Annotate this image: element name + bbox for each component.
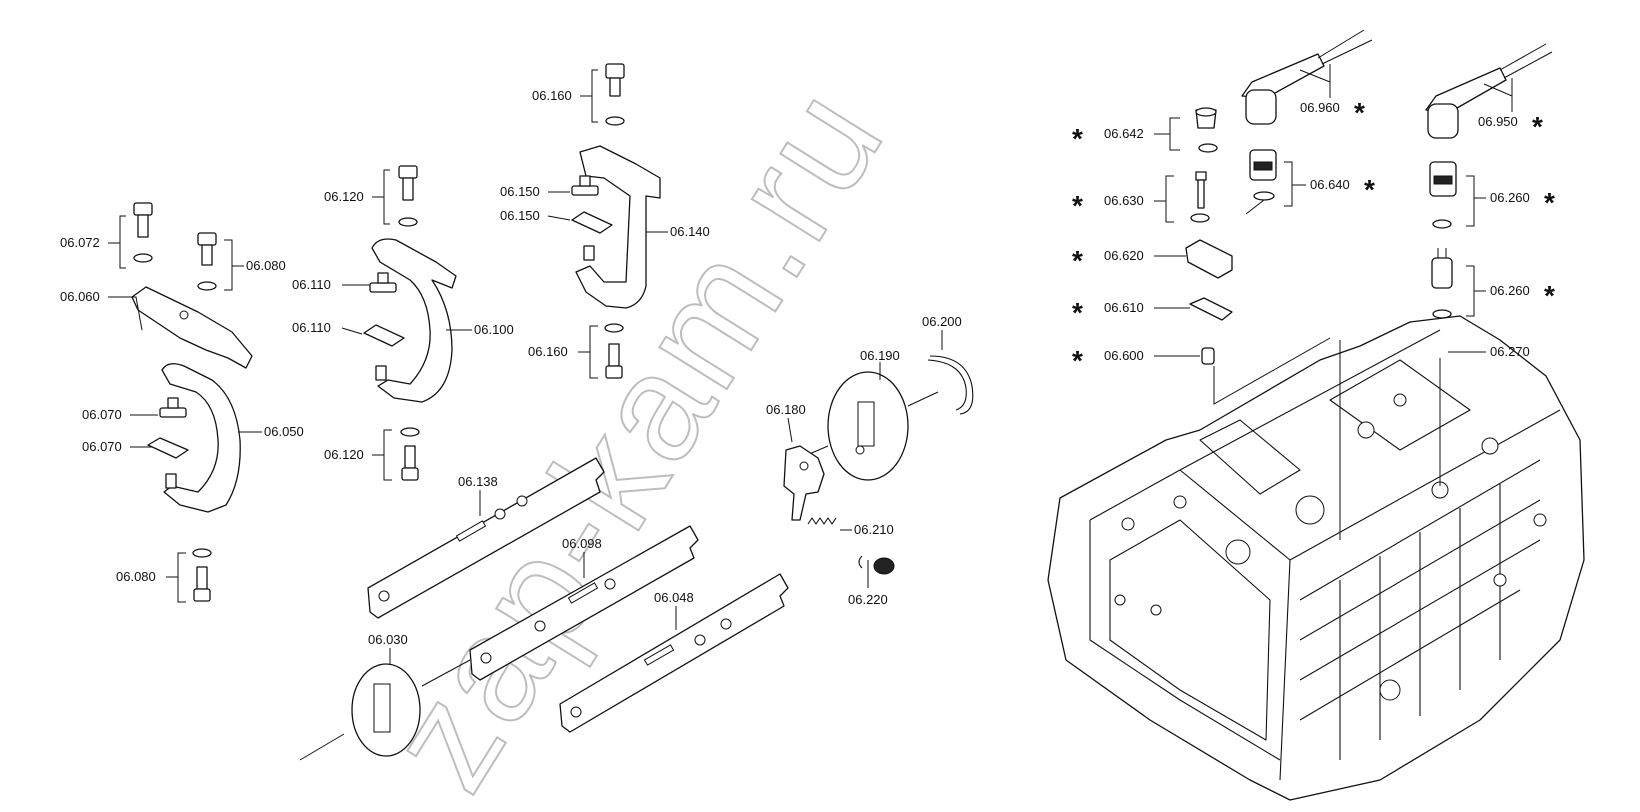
rod-06138 bbox=[367, 457, 605, 619]
label-06080-bottom: 06.080 bbox=[116, 569, 156, 584]
asterisk-06642: * bbox=[1072, 123, 1083, 154]
label-06640: 06.640 bbox=[1310, 177, 1350, 192]
sensor-06260-top bbox=[1429, 161, 1457, 229]
label-06060: 06.060 bbox=[60, 289, 100, 304]
label-06600: 06.600 bbox=[1104, 348, 1144, 363]
label-06050: 06.050 bbox=[264, 424, 304, 439]
callout-labels: 06.072 06.080 06.060 06.070 06.070 06.05… bbox=[60, 88, 1530, 647]
label-06610: 06.610 bbox=[1104, 300, 1144, 315]
label-06270: 06.270 bbox=[1490, 344, 1530, 359]
asterisk-06600: * bbox=[1072, 345, 1083, 376]
label-06098: 06.098 bbox=[562, 536, 602, 551]
asterisk-06640: * bbox=[1364, 174, 1375, 205]
bolt-06160-bottom bbox=[604, 323, 624, 379]
bolt-06120-bottom bbox=[400, 427, 420, 481]
bolt-06072 bbox=[133, 202, 153, 263]
plug-06220 bbox=[858, 555, 895, 575]
asterisk-markers: * * * * * * * * * * bbox=[1072, 97, 1555, 376]
sensor-06960 bbox=[1241, 29, 1373, 125]
sensor-06950 bbox=[1425, 43, 1553, 139]
bolt-06160-top bbox=[605, 63, 625, 126]
sensor-06640 bbox=[1249, 149, 1277, 201]
screw-06630 bbox=[1190, 171, 1210, 223]
label-06140: 06.140 bbox=[670, 224, 710, 239]
label-06200: 06.200 bbox=[922, 314, 962, 329]
label-06150-a: 06.150 bbox=[500, 184, 540, 199]
sensor-06260-bottom bbox=[1431, 248, 1453, 319]
rod-06098 bbox=[469, 525, 699, 681]
asterisk-06950: * bbox=[1532, 111, 1543, 142]
label-06630: 06.630 bbox=[1104, 193, 1144, 208]
label-06048: 06.048 bbox=[654, 590, 694, 605]
asterisk-06260-top: * bbox=[1544, 187, 1555, 218]
label-06260-top: 06.260 bbox=[1490, 190, 1530, 205]
label-06210: 06.210 bbox=[854, 522, 894, 537]
gearbox-housing bbox=[1047, 315, 1585, 801]
label-06220: 06.220 bbox=[848, 592, 888, 607]
screw-plug-06642 bbox=[1195, 107, 1218, 153]
label-06120-bottom: 06.120 bbox=[324, 447, 364, 462]
fork-group-06050 bbox=[131, 202, 253, 602]
asterisk-06620: * bbox=[1072, 245, 1083, 276]
label-06030: 06.030 bbox=[368, 632, 408, 647]
label-06120-top: 06.120 bbox=[324, 189, 364, 204]
leader-06600-housing bbox=[1213, 337, 1331, 405]
bolt-06080-bottom bbox=[192, 548, 212, 602]
label-06072: 06.072 bbox=[60, 235, 100, 250]
asterisk-06610: * bbox=[1072, 297, 1083, 328]
label-06190: 06.190 bbox=[860, 348, 900, 363]
label-06960: 06.960 bbox=[1300, 100, 1340, 115]
label-06070-a: 06.070 bbox=[82, 407, 122, 422]
label-06260-bottom: 06.260 bbox=[1490, 283, 1530, 298]
bolt-06080-top bbox=[197, 232, 217, 291]
fork-group-06100 bbox=[363, 165, 457, 481]
label-06950: 06.950 bbox=[1478, 114, 1518, 129]
fork-06050 bbox=[161, 363, 241, 513]
rod-06048 bbox=[559, 573, 789, 733]
label-06138: 06.138 bbox=[458, 474, 498, 489]
fork-06100 bbox=[371, 238, 457, 403]
label-06080-top: 06.080 bbox=[246, 258, 286, 273]
label-06100: 06.100 bbox=[474, 322, 514, 337]
bracket-06060 bbox=[131, 286, 253, 369]
label-06620: 06.620 bbox=[1104, 248, 1144, 263]
plate-06030 bbox=[299, 659, 471, 761]
label-06150-b: 06.150 bbox=[500, 208, 540, 223]
spring-06210 bbox=[807, 517, 837, 525]
label-06070-b: 06.070 bbox=[82, 439, 122, 454]
fork-06140 bbox=[575, 145, 661, 309]
disc-06190 bbox=[799, 371, 939, 481]
leader-06640-housing bbox=[1245, 199, 1341, 540]
label-06642: 06.642 bbox=[1104, 126, 1144, 141]
asterisk-06960: * bbox=[1354, 97, 1365, 128]
gasket-06610 bbox=[1189, 297, 1233, 321]
label-06110-b: 06.110 bbox=[292, 320, 331, 335]
cover-06620 bbox=[1185, 239, 1233, 279]
snap-ring-06200 bbox=[927, 355, 974, 415]
fork-group-06140 bbox=[571, 63, 661, 379]
label-06180: 06.180 bbox=[766, 402, 806, 417]
pin-06600 bbox=[1201, 347, 1215, 365]
asterisk-06260-bottom: * bbox=[1544, 280, 1555, 311]
label-06160-top: 06.160 bbox=[532, 88, 572, 103]
leader-lines bbox=[108, 64, 1513, 664]
label-06160-bottom: 06.160 bbox=[528, 344, 568, 359]
asterisk-06630: * bbox=[1072, 190, 1083, 221]
bolt-06120-top bbox=[398, 165, 418, 227]
lever-06180 bbox=[783, 445, 825, 521]
label-06110-a: 06.110 bbox=[292, 277, 331, 292]
